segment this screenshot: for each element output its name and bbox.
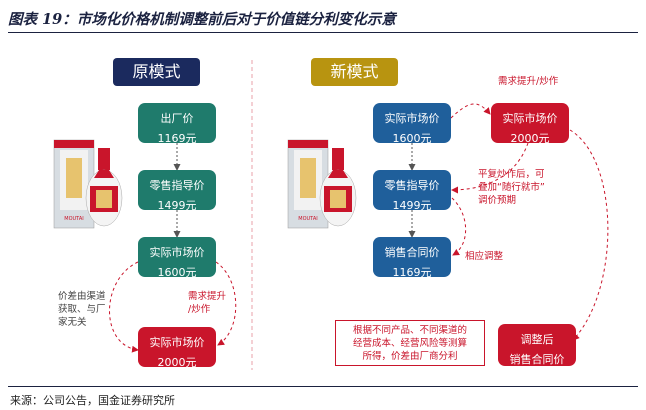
- box-label: 零售指导价: [384, 179, 440, 192]
- box-value: 1169元: [157, 132, 197, 145]
- footer-rule: [8, 386, 638, 387]
- box-value: 2000元: [157, 356, 197, 369]
- market-price-high-box-new: 实际市场价 2000元: [491, 103, 569, 145]
- demand-label-right: 需求提升/炒作: [498, 76, 559, 87]
- adjust-label: 相应调整: [465, 251, 504, 262]
- factory-price-box: 出厂价 1169元: [138, 103, 216, 145]
- box-value: 1169元: [392, 266, 432, 279]
- demand-curve-left: [215, 261, 237, 346]
- box-value: 1499元: [392, 199, 432, 212]
- market-price-box: 实际市场价 1600元: [138, 237, 216, 279]
- box-label: 零售指导价: [149, 179, 205, 192]
- retail-guide-price-box: 零售指导价 1499元: [138, 170, 216, 212]
- source-note: 来源：公司公告，国金证券研究所: [10, 394, 175, 407]
- speculation-curve: [451, 142, 529, 194]
- contract-price-box: 销售合同价 1169元: [373, 237, 451, 279]
- box-value: 2000元: [510, 132, 550, 145]
- channel-spread-note: 价差由渠道 获取、与厂 家无关: [58, 291, 106, 328]
- figure-title: 图表 19：市场化价格机制调整前后对于价值链分利变化示意: [8, 11, 396, 28]
- box-value: 1600元: [157, 266, 197, 279]
- svg-text:MOUTAI: MOUTAI: [298, 216, 317, 222]
- channel-profit-note-box: 根据不同产品、不同渠道的 经营成本、经营风险等测算 所得，价差由厂商分利: [335, 320, 485, 366]
- box-label: 实际市场价: [149, 246, 205, 259]
- adjusted-arc: [569, 129, 609, 341]
- svg-text:MOUTAI: MOUTAI: [64, 216, 83, 222]
- box-label: 出厂价: [160, 112, 194, 125]
- channel-spread-curve: [109, 261, 139, 353]
- box-value: 1600元: [392, 132, 432, 145]
- demand-note-left: 需求提升 /炒作: [188, 291, 227, 315]
- new-mode-header: 新模式: [311, 58, 398, 86]
- box-label: 实际市场价: [502, 112, 558, 125]
- box-label: 实际市场价: [384, 112, 440, 125]
- demand-curve-right: [450, 103, 491, 119]
- market-price-high-box: 实际市场价 2000元: [138, 327, 216, 369]
- speculation-note: 平复炒作后，可 叠加“随行就市” 调价预期: [478, 169, 545, 206]
- moutai-product-image-2: MOUTAI: [287, 139, 357, 229]
- box-label: 销售合同价: [384, 246, 440, 259]
- box-value: 1499元: [157, 199, 197, 212]
- box-label: 调整后: [520, 333, 554, 346]
- market-price-box-new: 实际市场价 1600元: [373, 103, 451, 145]
- adjusted-contract-price-box: 调整后 销售合同价: [498, 324, 576, 366]
- original-mode-header: 原模式: [113, 58, 200, 86]
- retail-guide-price-box-new: 零售指导价 1499元: [373, 170, 451, 212]
- box-label: 实际市场价: [149, 336, 205, 349]
- adjust-curve: [451, 197, 467, 256]
- title-rule: [8, 32, 638, 33]
- box-value: 销售合同价: [509, 353, 565, 366]
- moutai-product-image: MOUTAI: [53, 139, 123, 229]
